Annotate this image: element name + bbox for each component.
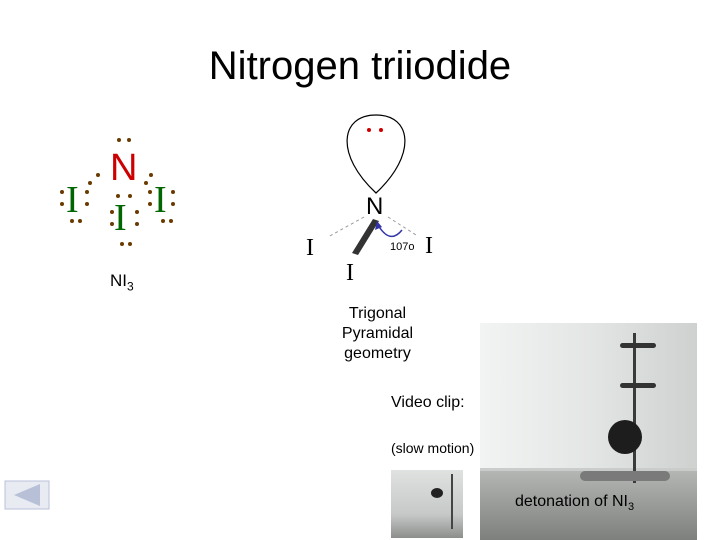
formula-subscript: 3 bbox=[127, 279, 134, 294]
bond-wedge bbox=[352, 219, 379, 255]
geometry-description: Trigonal Pyramidal geometry bbox=[320, 304, 435, 364]
lewis-iodine-right: I bbox=[154, 179, 167, 221]
slide-title: Nitrogen triiodide bbox=[208, 44, 512, 88]
lone-pair-dots-top bbox=[367, 128, 383, 132]
geometry-nitrogen: N bbox=[366, 193, 383, 220]
lone-pair-dots bbox=[60, 138, 175, 246]
bond-right bbox=[387, 216, 417, 236]
video-label: Video clip: bbox=[391, 394, 465, 411]
formula-text: NI bbox=[110, 271, 127, 290]
ring-stand-rod bbox=[633, 333, 636, 483]
caption-text: detonation of NI bbox=[515, 493, 628, 510]
video-caption: detonation of NI3 bbox=[515, 493, 634, 513]
ring-stand-ring bbox=[620, 383, 656, 388]
angle-arrowhead bbox=[375, 221, 382, 230]
video-background bbox=[480, 323, 697, 468]
lewis-iodine-left: I bbox=[66, 179, 79, 221]
lone-pair-lobe bbox=[346, 114, 406, 194]
bond-angle-label: 107o bbox=[390, 241, 414, 253]
detonation-blob bbox=[608, 420, 642, 454]
geometry-iodine-right: I bbox=[425, 233, 433, 259]
lewis-nitrogen: N bbox=[110, 147, 137, 189]
caption-subscript: 3 bbox=[627, 501, 635, 514]
lewis-structure: N I I I bbox=[60, 138, 175, 246]
geometry-line-3: geometry bbox=[344, 345, 411, 362]
angle-arrow bbox=[377, 224, 403, 238]
formula-label: NI3 bbox=[110, 271, 134, 293]
video-thumbnail[interactable] bbox=[391, 470, 463, 538]
geometry-iodine-front: I bbox=[346, 260, 354, 286]
back-button[interactable] bbox=[4, 480, 50, 510]
lewis-iodine-bottom: I bbox=[114, 197, 127, 239]
bond-left bbox=[327, 216, 365, 238]
geometry-diagram: N 107o I I I bbox=[306, 114, 433, 286]
thumbnail-rod bbox=[451, 474, 453, 529]
slow-motion-label: (slow motion) bbox=[391, 440, 475, 456]
video-bench bbox=[480, 471, 697, 540]
video-player[interactable] bbox=[480, 323, 697, 540]
geometry-iodine-left: I bbox=[306, 235, 314, 261]
back-arrow-icon bbox=[4, 480, 50, 510]
ring-stand-ring bbox=[620, 343, 656, 348]
thumbnail-blob bbox=[431, 488, 443, 498]
geometry-line-2: Pyramidal bbox=[341, 325, 414, 342]
ring-stand-base bbox=[580, 471, 670, 481]
geometry-line-1: Trigonal bbox=[348, 305, 407, 322]
